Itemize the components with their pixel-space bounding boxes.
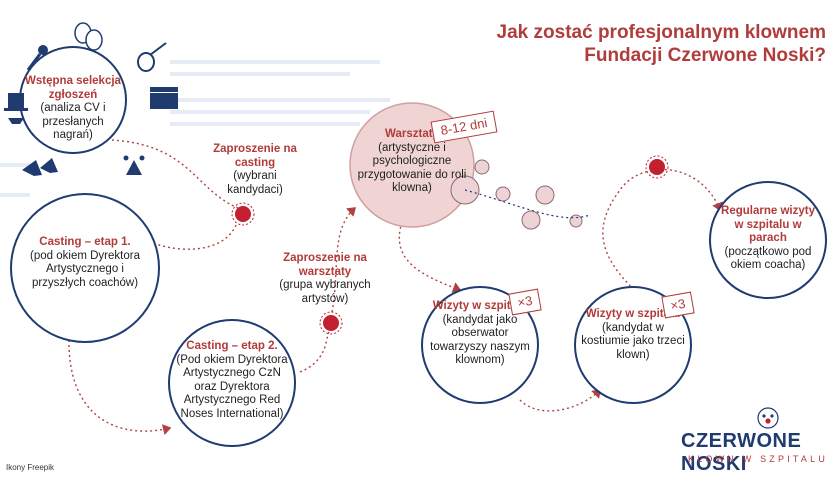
top-hat-icon <box>4 93 28 124</box>
step-casting1: Casting – etap 1. (pod okiem Dyrektora A… <box>25 236 145 290</box>
step-workshops: Warsztaty (artystyczne i psychologiczne … <box>350 128 474 196</box>
path-visits1-to-visits2 <box>519 389 601 412</box>
step-casting-invite: Zaproszenie na casting (wybrani kandydac… <box>205 143 305 197</box>
red-nose-markers <box>231 155 669 335</box>
step-regular-title: Regularne wizyty w szpitalu w parach <box>721 205 815 245</box>
step-casting2-title: Casting – etap 2. <box>186 340 278 352</box>
step-workshop-invite-title: Zaproszenie na warsztaty <box>283 252 367 278</box>
step-casting1-desc: (pod okiem Dyrektora Artystycznego i prz… <box>30 249 140 289</box>
title-line-1: Jak zostać profesjonalnym klownem <box>496 22 826 43</box>
high-heels-icon <box>22 158 58 176</box>
step-casting1-title: Casting – etap 1. <box>39 236 131 248</box>
step-casting-invite-title: Zaproszenie na casting <box>213 143 297 169</box>
path-visits2-to-regular <box>602 168 723 301</box>
step-visits1-desc: (kandydat jako obserwator towarzyszy nas… <box>430 313 530 367</box>
circle-casting1 <box>10 193 160 343</box>
step-selection: Wstępna selekcja zgłoszeń (analiza CV i … <box>25 75 121 143</box>
step-regular: Regularne wizyty w szpitalu w parach (po… <box>716 205 820 273</box>
step-workshop-invite-desc: (grupa wybranych artystów) <box>279 279 371 305</box>
background-lines <box>0 60 390 197</box>
guitar-icon <box>137 42 167 72</box>
step-regular-desc: (początkowo pod okiem coacha) <box>724 245 812 272</box>
clapperboard-icon <box>150 87 178 109</box>
step-workshop-invite: Zaproszenie na warsztaty (grupa wybranyc… <box>265 252 385 306</box>
step-workshops-desc: (artystyczne i psychologiczne przygotowa… <box>357 141 467 195</box>
path-workshops-to-visits1 <box>398 221 462 293</box>
circle-visits2 <box>574 286 692 404</box>
bubble-trail <box>464 189 591 219</box>
step-visits2: Wizyty w szpitalu (kandydat w kostiumie … <box>580 308 686 362</box>
jester-hat-icon <box>123 155 145 175</box>
flow-paths <box>68 139 723 436</box>
step-selection-title: Wstępna selekcja zgłoszeń <box>25 75 121 101</box>
title-line-2: Fundacji Czerwone Noski? <box>584 45 826 66</box>
step-visits2-title: Wizyty w szpitalu <box>585 308 681 320</box>
path-casting1-to-casting2 <box>68 319 172 436</box>
step-selection-desc: (analiza CV i przesłanych nagrań) <box>40 102 106 142</box>
step-workshops-title: Warsztaty <box>385 128 439 140</box>
step-casting2: Casting – etap 2. (Pod okiem Dyrektora A… <box>172 340 292 421</box>
circle-regular <box>709 181 827 299</box>
step-casting-invite-desc: (wybrani kandydaci) <box>227 170 283 196</box>
step-visits2-desc: (kandydat w kostiumie jako trzeci klown) <box>581 321 685 361</box>
circle-visits1 <box>421 286 539 404</box>
microphone-icon <box>26 45 48 71</box>
step-casting2-desc: (Pod okiem Dyrektora Artystycznego CzN o… <box>176 353 288 420</box>
path-casting2-to-invite <box>299 329 331 373</box>
clown-face-icon <box>757 407 779 429</box>
icons-credit: Ikony Freepik <box>6 463 55 472</box>
step-visits1-title: Wizyty w szpitalu <box>432 300 528 312</box>
circle-casting2 <box>168 319 296 447</box>
logo-wordmark: CZERWONE NOSKI <box>681 430 802 475</box>
theater-masks-icon <box>74 22 103 51</box>
logo-tagline: KLOWN W SZPITALU <box>688 454 829 464</box>
path-selection-to-invite <box>111 139 239 209</box>
step-visits1: Wizyty w szpitalu (kandydat jako obserwa… <box>425 300 535 368</box>
